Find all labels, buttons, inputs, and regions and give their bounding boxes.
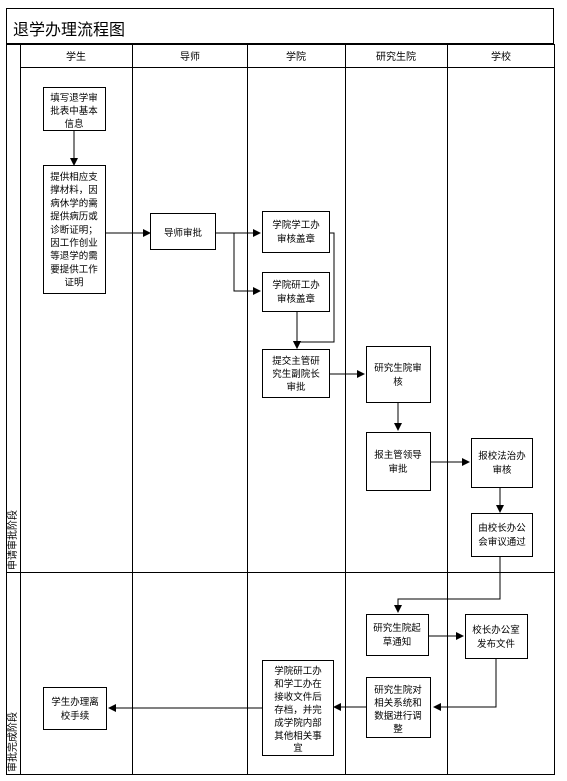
box-7-line-1: 研究生院审 [374,362,422,374]
box-6-line-1: 提交主管研 [272,355,320,367]
lane-title-college: 学院 [286,50,306,63]
box-2-line-4: 提供病历或 [50,211,98,223]
box-8-line-2: 审批 [388,463,408,475]
process-box-15: 学生办理离 校手续 [43,687,107,730]
box-6-line-3: 审批 [286,381,306,393]
process-box-10: 由校长办公 会审议通过 [471,513,533,557]
box-13-line-3: 数据进行调 [374,710,422,722]
box-11-line-2: 草通知 [383,636,412,648]
lane-title-advisor: 导师 [180,50,200,63]
box-12-line-2: 发布文件 [477,638,516,650]
connector-n10-n11 [394,557,501,613]
box-12-line-1: 校长办公室 [472,624,520,636]
lane-title-student: 学生 [66,50,86,63]
box-2-line-9: 证明 [64,278,83,289]
box-15-line-1: 学生办理离 [51,696,99,708]
box-2-line-3: 病休学的需 [50,197,98,209]
box-2-line-8: 要提供工作 [50,263,98,275]
box-14-line-7: 宜 [293,742,303,754]
box-2-line-6: 因工作创业 [50,237,98,249]
frame-border [6,44,555,775]
box-9-line-2: 审核 [492,464,512,476]
box-11-line-1: 研究生院起 [373,622,421,634]
process-box-8: 报主管领导 审批 [366,432,431,491]
box-5-line-2: 审核盖章 [277,293,316,305]
box-13-line-4: 整 [393,723,403,735]
process-box-3: 导师审批 [150,213,216,250]
process-box-12: 校长办公室 发布文件 [465,614,528,659]
process-box-6: 提交主管研 究生副院长 审批 [262,349,330,398]
process-box-9: 报校法治办 审核 [471,438,533,488]
box-14-line-4: 存档，并完 [274,704,322,716]
process-box-4: 学院学工办 审核盖章 [262,211,330,253]
process-box-13: 研究生院对 相关系统和 数据进行调 整 [366,677,431,738]
box-4-line-2: 审核盖章 [277,233,316,245]
box-10-line-2: 会审议通过 [478,536,526,548]
box-14-line-2: 和学工办在 [274,678,322,690]
box-14-line-3: 接收文件后 [274,691,322,703]
connectors [70,131,504,712]
box-14-line-6: 其他相关事 [274,730,322,742]
phase-label-completion: 审批完成阶段 [6,712,19,772]
box-13-line-1: 研究生院对 [374,684,422,696]
lane-title-university: 学校 [491,50,511,63]
box-9-line-1: 报校法治办 [478,450,526,462]
phase-label-application: 申请审批阶段 [6,510,19,570]
box-7-line-2: 核 [393,376,403,388]
box-2-line-2: 撑材料，因 [50,184,98,196]
box-2-line-1: 提供相应支 [50,171,98,183]
box-1-line-2: 批表中基本 [50,105,98,117]
process-box-1: 填写退学审 批表中基本 信息 [43,87,106,131]
box-1-line-3: 信息 [64,118,83,130]
box-3-line-1: 导师审批 [164,227,203,239]
box-1-line-1: 填写退学审 [50,92,98,104]
process-box-11: 研究生院起 草通知 [366,614,429,656]
process-box-5: 学院研工办 审核盖章 [262,272,330,312]
swimlane-grid [6,44,555,775]
box-5-line-1: 学院研工办 [272,279,320,291]
box-15-line-2: 校手续 [61,710,90,722]
box-4-line-1: 学院学工办 [272,219,320,231]
process-box-7: 研究生院审 核 [366,346,431,403]
process-box-2: 提供相应支 撑材料，因 病休学的需 提供病历或 诊断证明； 因工作创业 等退学的… [43,165,106,294]
diagram-title: 退学办理流程图 [13,20,126,39]
connector-n3-n5 [233,233,261,295]
box-8-line-1: 报主管领导 [374,449,422,461]
connector-n12-n13 [433,659,497,711]
process-box-14: 学院研工办 和学工办在 接收文件后 存档，并完 成学院内部 其他相关事 宜 [262,660,334,756]
lane-title-graduate-school: 研究生院 [376,50,416,63]
box-14-line-5: 成学院内部 [274,717,322,729]
box-14-line-1: 学院研工办 [274,665,322,677]
box-2-line-7: 等退学的需 [50,250,98,262]
box-10-line-1: 由校长办公 [478,522,526,534]
box-6-line-2: 究生副院长 [272,368,320,380]
box-13-line-2: 相关系统和 [374,697,422,709]
diagram-title-bar: 退学办理流程图 [6,8,554,44]
box-2-line-5: 诊断证明； [50,224,98,236]
